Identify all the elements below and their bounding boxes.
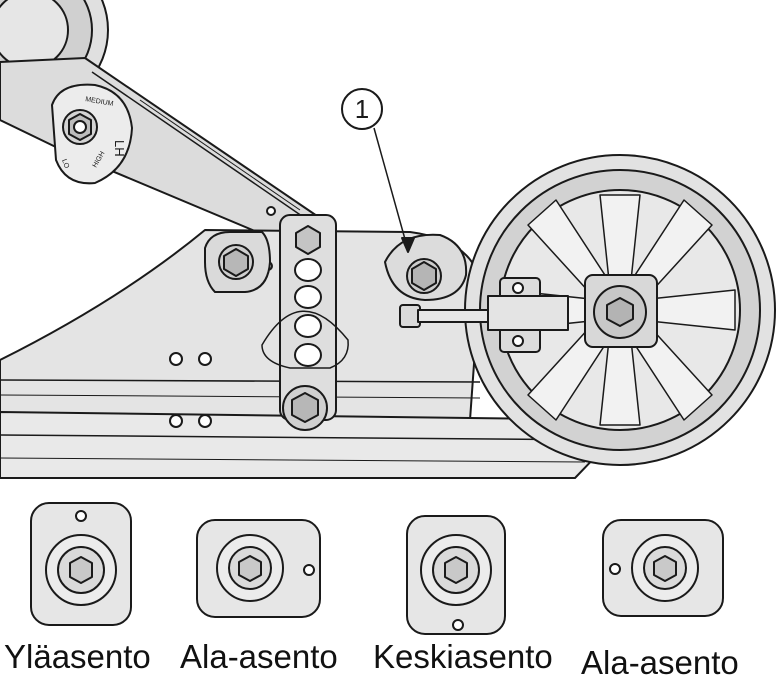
adjustment-link [261, 214, 349, 431]
stamp-lo: LO [60, 158, 70, 170]
position-label-lower-a: Ala-asento [180, 638, 338, 675]
eccentric-adjuster-bolt [384, 233, 468, 301]
position-detail-lower-a [196, 519, 321, 618]
suspension-diagram: MEDIUM LH LO HIGH [0, 0, 776, 635]
pivot-bolt-left [204, 231, 271, 293]
adjuster-bracket: MEDIUM LH LO HIGH [51, 83, 133, 185]
position-label-lower-b: Ala-asento [581, 644, 739, 681]
callout-1-label: 1 [355, 94, 369, 124]
upper-arm [0, 57, 321, 251]
position-label-upper: Yläasento [4, 638, 151, 675]
position-detail-middle [406, 515, 506, 635]
position-detail-upper [30, 502, 132, 626]
position-detail-lower-b [602, 519, 724, 617]
stamp-lh: LH [112, 140, 127, 157]
callout-1: 1 [341, 88, 415, 253]
axle-adjuster-bolt [399, 277, 569, 353]
position-label-middle: Keskiasento [373, 638, 553, 675]
stamp-medium: MEDIUM [85, 96, 114, 108]
